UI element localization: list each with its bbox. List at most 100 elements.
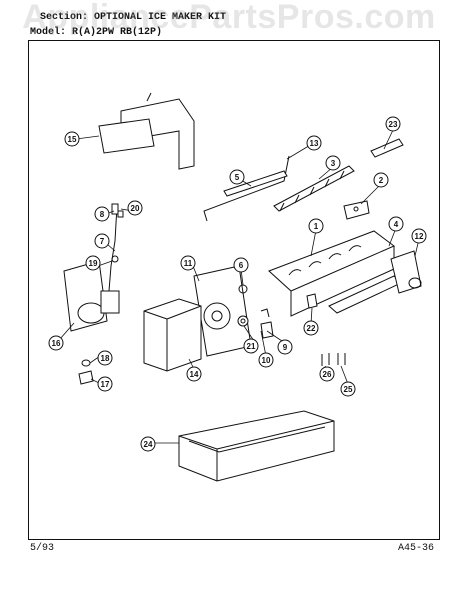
callout-number: 20 (131, 204, 140, 213)
callout-circle (229, 169, 245, 185)
callout-circle (388, 216, 404, 232)
callout-circle (64, 131, 80, 147)
callout-number: 13 (310, 139, 319, 148)
footer-date: 5/93 (30, 543, 55, 554)
callout-number: 8 (100, 210, 105, 219)
part-6-9-10-21-22-small-parts (237, 284, 318, 339)
callout-26: 26 (319, 366, 335, 382)
callout-circle (373, 172, 389, 188)
callout-number: 6 (239, 261, 244, 270)
model-line: Model: R(A)2PW RB(12P) (30, 27, 163, 38)
callout-11: 11 (180, 255, 196, 271)
callout-number: 21 (247, 342, 256, 351)
part-13-shutoff-arm (203, 155, 290, 222)
callout-number: 22 (307, 324, 316, 333)
callout-3: 3 (325, 155, 341, 171)
callout-number: 12 (415, 232, 424, 241)
callout-number: 24 (144, 440, 153, 449)
callout-number: 19 (89, 259, 98, 268)
callout-number: 17 (101, 380, 110, 389)
callout-number: 23 (389, 120, 398, 129)
callout-16: 16 (48, 335, 64, 351)
callout-15: 15 (64, 131, 80, 147)
callout-25: 25 (340, 381, 356, 397)
callout-circle (186, 366, 202, 382)
callout-number: 7 (100, 237, 105, 246)
part-4-heater (328, 275, 402, 314)
callout-2: 2 (373, 172, 389, 188)
callout-21: 21 (243, 338, 259, 354)
callout-number: 1 (314, 222, 319, 231)
callout-18: 18 (97, 350, 113, 366)
callout-circle (258, 352, 274, 368)
part-25-26-screws (321, 353, 346, 366)
callout-5: 5 (229, 169, 245, 185)
callout-9: 9 (277, 339, 293, 355)
callout-circle (180, 255, 196, 271)
part-14-cover (143, 298, 202, 372)
callout-circle (127, 200, 143, 216)
callout-number: 2 (379, 176, 384, 185)
callout-circle (411, 228, 427, 244)
callout-22: 22 (303, 320, 319, 336)
callout-number: 18 (101, 354, 110, 363)
callout-circle (94, 233, 110, 249)
part-12-fill-cup (390, 250, 422, 294)
section-title: Section: OPTIONAL ICE MAKER KIT (40, 12, 227, 23)
callout-circle (233, 257, 249, 273)
part-24-ice-bin (178, 410, 335, 482)
callout-circle (306, 135, 322, 151)
callout-number: 15 (68, 135, 77, 144)
callout-number: 10 (262, 356, 271, 365)
callout-23: 23 (385, 116, 401, 132)
callout-circle (319, 366, 335, 382)
callout-12: 12 (411, 228, 427, 244)
callout-circle (140, 436, 156, 452)
callout-14: 14 (186, 366, 202, 382)
part-16-water-valve (63, 205, 120, 332)
footer-code: A45-36 (398, 543, 435, 554)
part-15-bracket (98, 92, 195, 170)
callout-13: 13 (306, 135, 322, 151)
callout-number: 5 (235, 173, 240, 182)
callout-4: 4 (388, 216, 404, 232)
part-1-mold (268, 230, 395, 317)
callout-circle (48, 335, 64, 351)
callout-number: 9 (283, 343, 288, 352)
callout-circle (325, 155, 341, 171)
part-17-18-grommets (78, 359, 94, 385)
callout-10: 10 (258, 352, 274, 368)
callout-20: 20 (127, 200, 143, 216)
callout-17: 17 (97, 376, 113, 392)
callout-number: 25 (344, 385, 353, 394)
callout-circle (94, 206, 110, 222)
callout-group: 1234567891011121314151617181920212223242… (48, 116, 427, 452)
callout-8: 8 (94, 206, 110, 222)
callout-circle (303, 320, 319, 336)
part-5-rod (223, 170, 288, 197)
callout-number: 26 (323, 370, 332, 379)
callout-circle (277, 339, 293, 355)
callout-number: 11 (184, 259, 193, 268)
callout-19: 19 (85, 255, 101, 271)
callout-number: 4 (394, 220, 399, 229)
callout-circle (340, 381, 356, 397)
callout-circle (97, 376, 113, 392)
callout-circle (97, 350, 113, 366)
part-3-ejector (273, 165, 355, 212)
part-2-stripper (343, 200, 370, 220)
callout-circle (385, 116, 401, 132)
exploded-diagram: 1234567891011121314151617181920212223242… (48, 92, 427, 482)
callout-circle (243, 338, 259, 354)
callout-number: 14 (190, 370, 199, 379)
callout-circle (308, 218, 324, 234)
part-7-8-19-20-fittings (111, 203, 124, 263)
callout-circle (85, 255, 101, 271)
callout-1: 1 (308, 218, 324, 234)
part-23-tube (370, 138, 404, 158)
callout-24: 24 (140, 436, 156, 452)
callout-7: 7 (94, 233, 110, 249)
callout-number: 16 (52, 339, 61, 348)
callout-6: 6 (233, 257, 249, 273)
